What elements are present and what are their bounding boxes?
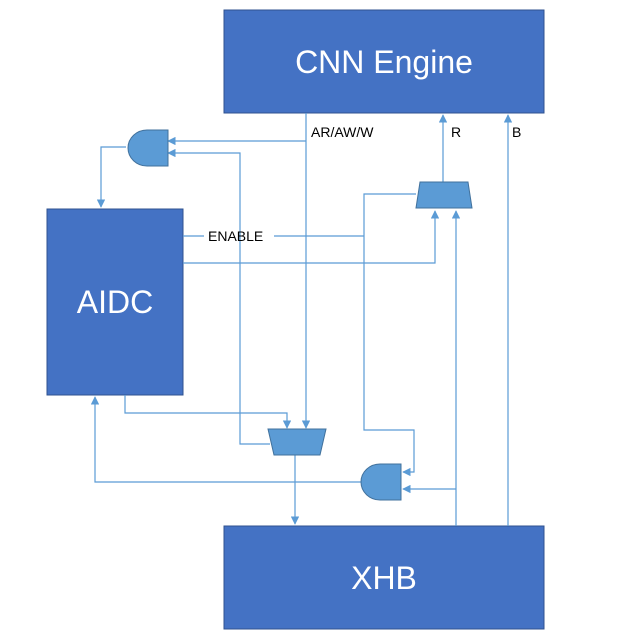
- aidc-block: AIDC: [46, 208, 184, 396]
- wires: [90, 113, 513, 526]
- upper-mux: [415, 181, 473, 209]
- cnn-engine-block: CNN Engine: [223, 9, 545, 114]
- top-and-gate: [127, 129, 169, 167]
- top-and-to-aidc-wire: [96, 146, 126, 208]
- cnn-engine-label: CNN Engine: [295, 44, 473, 80]
- loop-to-top-and-wire: [167, 148, 270, 445]
- r-label: R: [451, 124, 461, 140]
- lower-mux: [267, 428, 327, 456]
- xhb-block: XHB: [223, 525, 545, 630]
- aidc-to-lower-mux-wire: [124, 395, 292, 429]
- bottom-and-gate: [360, 463, 402, 501]
- b-label: B: [512, 124, 521, 140]
- ar-aw-w-label: AR/AW/W: [311, 124, 374, 140]
- enable-label: ENABLE: [208, 228, 263, 244]
- bottom-and-to-aidc-wire: [90, 396, 361, 483]
- xhb-label: XHB: [351, 560, 417, 596]
- enable-to-bottom-and-wire: [363, 193, 416, 477]
- aidc-label: AIDC: [77, 284, 153, 320]
- aidc-to-upper-mux-wire: [183, 210, 440, 264]
